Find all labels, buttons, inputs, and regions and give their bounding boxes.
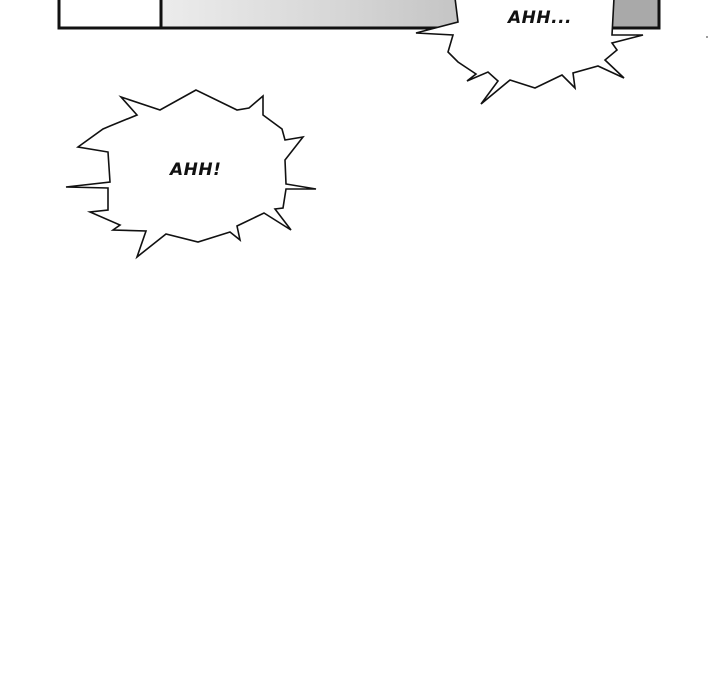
left-spiky-bubble	[65, 89, 317, 260]
top-bubble-text: AHH...	[508, 8, 572, 28]
panel-dark-section	[612, 0, 659, 28]
ink-speck	[706, 36, 708, 38]
top-spiky-bubble	[415, 0, 644, 105]
left-bubble-text: AHH!	[170, 160, 222, 180]
panel-gray-section	[161, 0, 461, 28]
